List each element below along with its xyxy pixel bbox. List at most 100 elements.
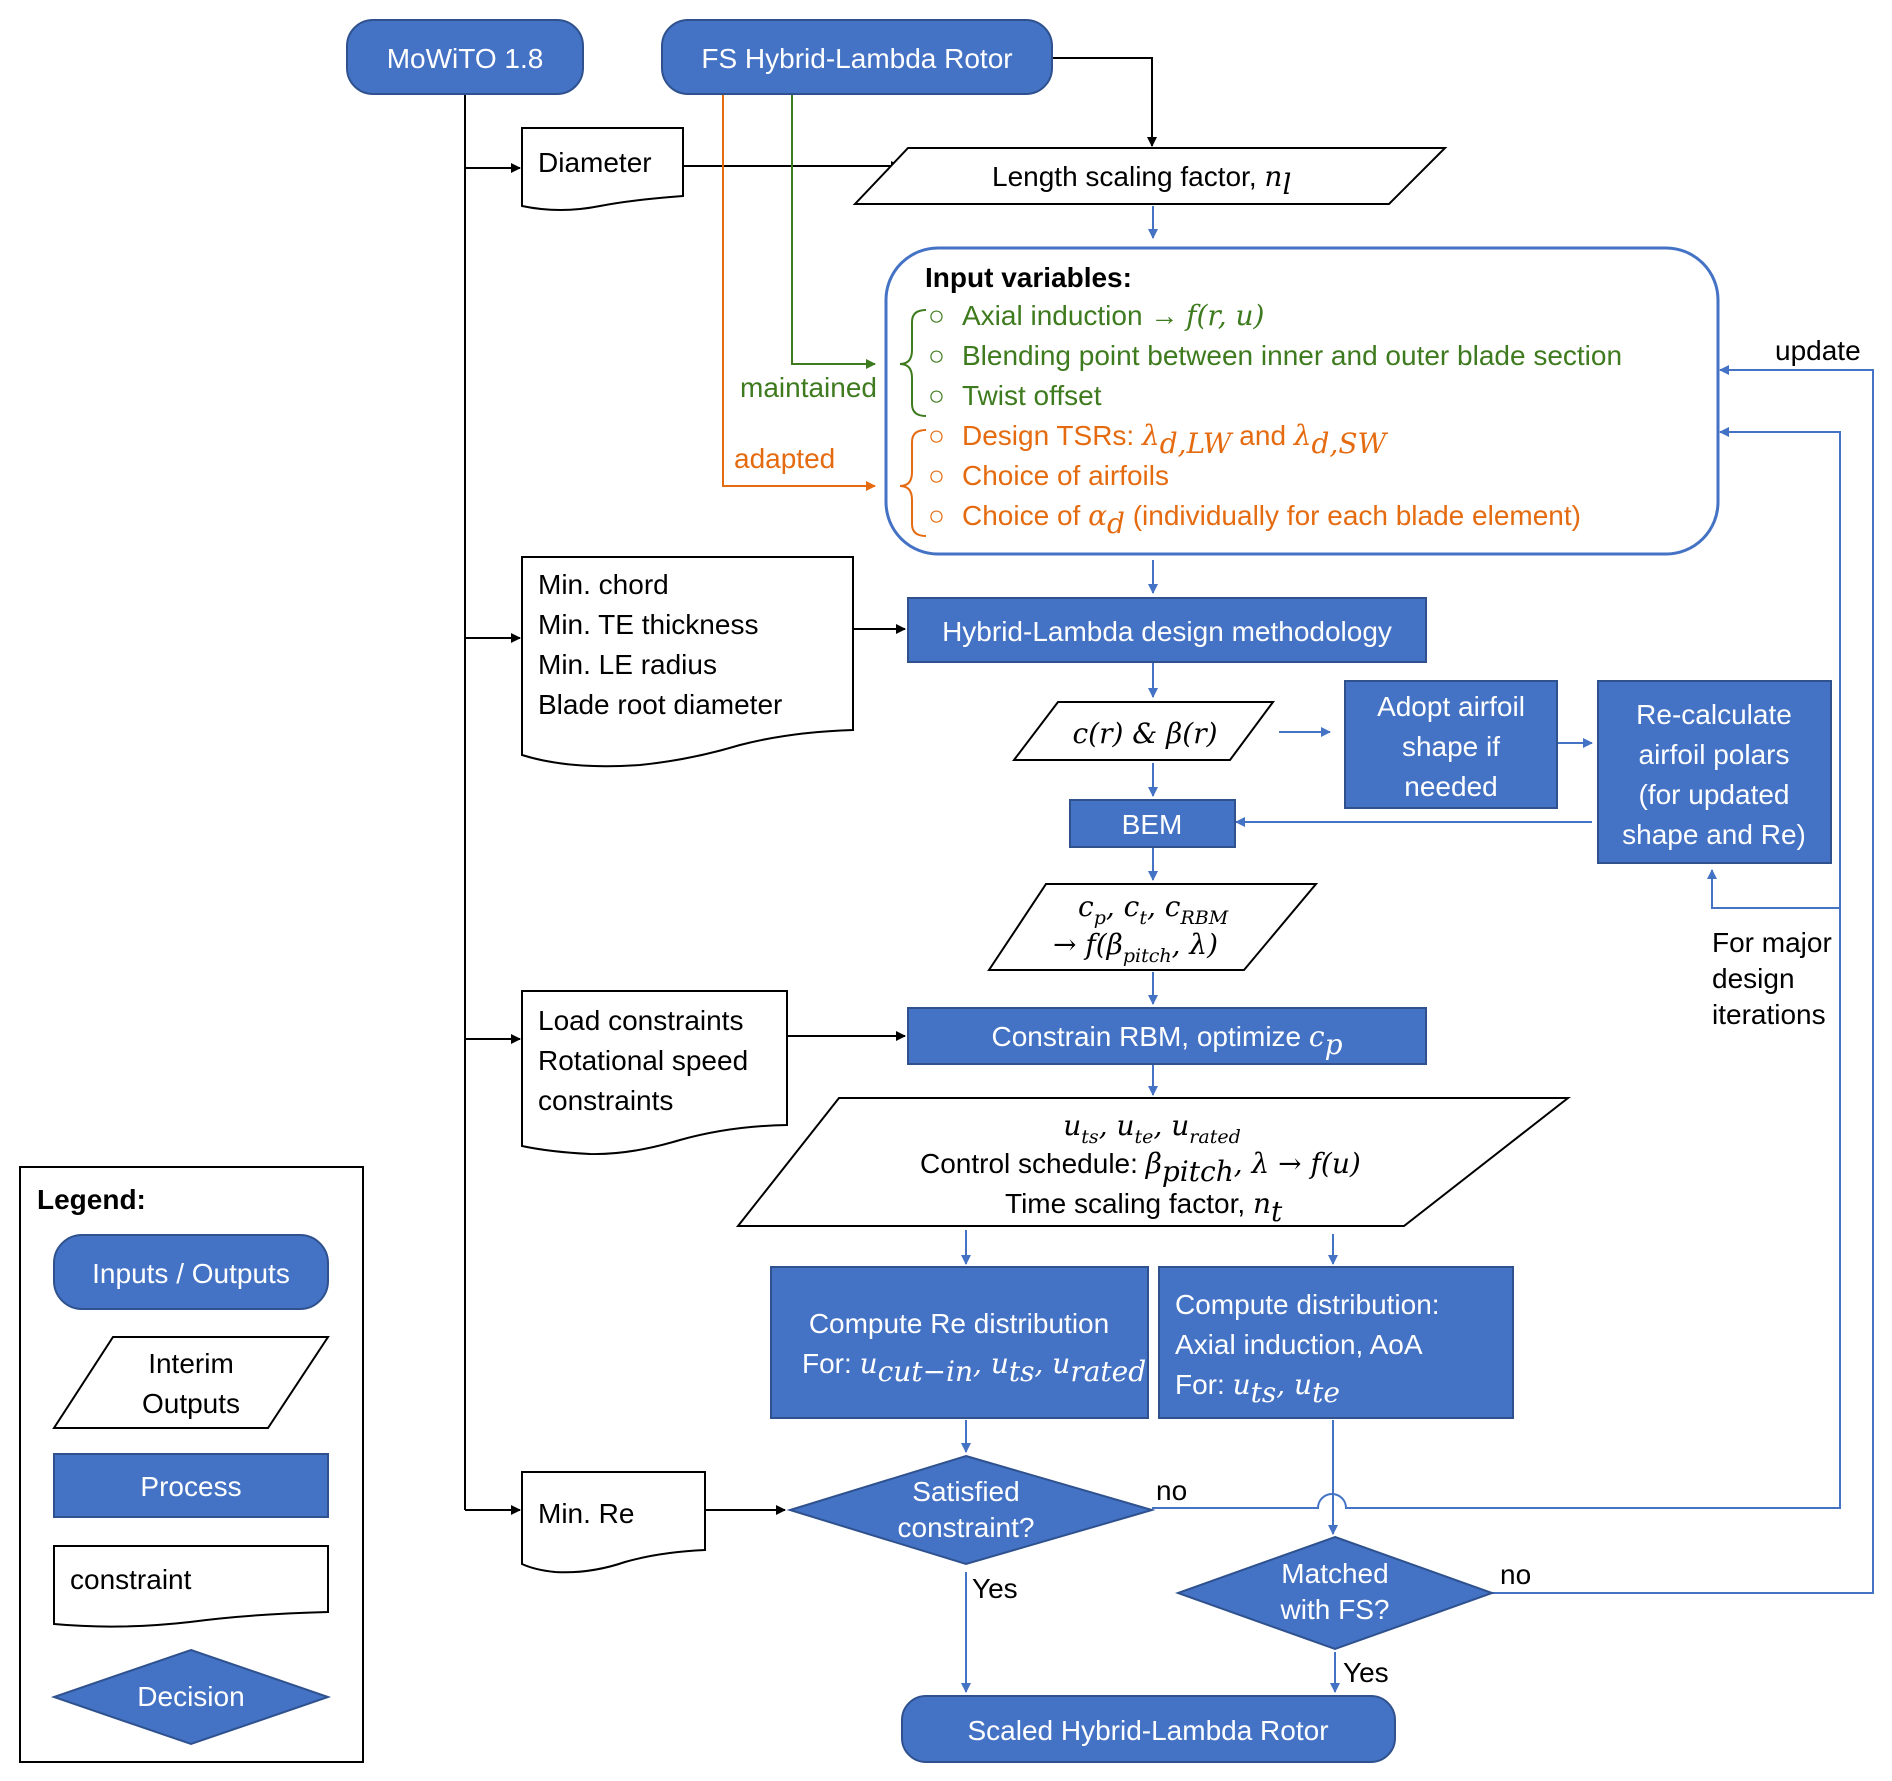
length-scaling-output: Length scaling factor, nl: [852, 147, 1448, 205]
main-flow-connectors: [961, 206, 1340, 1693]
control-schedule-output: uts, ute, urated Control schedule: βpitc…: [735, 1097, 1571, 1228]
load-constraints: Load constraints Rotational speed constr…: [521, 990, 788, 1156]
recalc-line1: Re-calculate: [1636, 699, 1792, 730]
geometry-constraints: Min. chord Min. TE thickness Min. LE rad…: [521, 556, 854, 768]
legend-title: Legend:: [37, 1184, 146, 1215]
hybrid-lambda-process: Hybrid-Lambda design methodology: [907, 597, 1427, 663]
legend-decision: Decision: [50, 1648, 332, 1746]
recalc-line4: shape and Re): [1622, 819, 1806, 850]
matched-line1: Matched: [1281, 1558, 1388, 1589]
major-iterations-line1: For major: [1712, 927, 1832, 958]
coefficients-line1: cp, ct, cRBM: [1078, 890, 1229, 929]
bem-label: BEM: [1122, 809, 1183, 840]
bem-process: BEM: [1069, 799, 1236, 848]
length-scaling-label: Length scaling factor, nl: [992, 160, 1291, 201]
c-beta-output: c(r) & β(r): [1011, 701, 1275, 761]
hybrid-lambda-label: Hybrid-Lambda design methodology: [942, 616, 1392, 647]
coefficients-line2: → f(βpitch, λ): [1053, 928, 1218, 967]
schedule-line3: Time scaling factor, nt: [1005, 1187, 1283, 1228]
min-le-radius-label: Min. LE radius: [538, 649, 717, 680]
fs-rotor-input: FS Hybrid-Lambda Rotor: [661, 19, 1053, 95]
adopt-airfoil-line2: shape if: [1402, 731, 1500, 762]
scaled-rotor-label: Scaled Hybrid-Lambda Rotor: [967, 1715, 1328, 1746]
maintained-connector: [791, 95, 876, 369]
choice-airfoils-item: Choice of airfoils: [962, 460, 1169, 491]
matched-decision: Matched with FS?: [1175, 1535, 1495, 1651]
legend-process: Process: [53, 1453, 329, 1518]
input-variables-box: Input variables: ○ Axial induction → f(r…: [884, 246, 1720, 556]
min-re-constraint: Min. Re: [521, 1471, 706, 1574]
constraints-label: constraints: [538, 1085, 673, 1116]
legend-interim-line2: Outputs: [142, 1388, 240, 1419]
legend-decision-label: Decision: [137, 1681, 244, 1712]
adapted-connector: [722, 95, 876, 491]
compute-dist-line2: Axial induction, AoA: [1175, 1329, 1423, 1360]
legend: Legend: Inputs / Outputs Interim Outputs…: [19, 1166, 364, 1763]
adapted-bracket: [899, 429, 927, 537]
recalc-line3: (for updated: [1639, 779, 1790, 810]
diameter-label: Diameter: [538, 147, 652, 178]
legend-constraint-label: constraint: [70, 1564, 192, 1595]
legend-constraint: constraint: [53, 1545, 329, 1628]
choice-alpha-item: Choice of αd (individually for each blad…: [962, 499, 1581, 540]
compute-re-process: Compute Re distribution For: ucut−in, ut…: [770, 1266, 1149, 1419]
legend-interim-line1: Interim: [148, 1348, 234, 1379]
satisfied-yes-label: Yes: [972, 1573, 1018, 1604]
c-beta-label: c(r) & β(r): [1072, 717, 1217, 750]
satisfied-no-label: no: [1156, 1475, 1187, 1506]
major-iterations-annotation: For major design iterations: [1712, 927, 1832, 1030]
legend-inputs-outputs-label: Inputs / Outputs: [92, 1258, 290, 1289]
compute-dist-line3: For: uts, ute: [1175, 1368, 1340, 1409]
adopt-airfoil-line1: Adopt airfoil: [1377, 691, 1525, 722]
major-iterations-line3: iterations: [1712, 999, 1826, 1030]
diameter-constraint: Diameter: [521, 127, 684, 211]
update-label: update: [1775, 335, 1861, 366]
constrain-rbm-process: Constrain RBM, optimize cp: [907, 1007, 1427, 1065]
bullet-icon: ○: [928, 340, 945, 371]
maintained-label: maintained: [740, 372, 877, 403]
matched-no-loop: [1492, 365, 1874, 1594]
adapted-label: adapted: [734, 443, 835, 474]
rotational-speed-label: Rotational speed: [538, 1045, 748, 1076]
compute-re-line2: For: ucut−in, uts, urated: [802, 1347, 1146, 1388]
compute-distribution-process: Compute distribution: Axial induction, A…: [1158, 1266, 1514, 1419]
legend-process-label: Process: [140, 1471, 241, 1502]
mowito-trunk-connector: [464, 95, 521, 1515]
adopt-airfoil-line3: needed: [1404, 771, 1497, 802]
compute-re-line1: Compute Re distribution: [809, 1308, 1109, 1339]
min-chord-label: Min. chord: [538, 569, 669, 600]
bullet-icon: ○: [928, 300, 945, 331]
legend-interim-outputs: Interim Outputs: [52, 1336, 330, 1429]
satisfied-decision: Satisfied constraint?: [786, 1454, 1156, 1566]
schedule-line2: Control schedule: βpitch, λ → f(u): [920, 1147, 1361, 1188]
blade-root-diameter-label: Blade root diameter: [538, 689, 782, 720]
mowito-label: MoWiTO 1.8: [387, 43, 544, 74]
compute-dist-line1: Compute distribution:: [1175, 1289, 1440, 1320]
matched-line2: with FS?: [1280, 1594, 1390, 1625]
major-iterations-line2: design: [1712, 963, 1795, 994]
matched-yes-label: Yes: [1343, 1657, 1389, 1688]
fs-rotor-label: FS Hybrid-Lambda Rotor: [701, 43, 1012, 74]
maintained-bracket: [899, 309, 927, 417]
input-variables-title: Input variables:: [925, 262, 1132, 293]
recalc-loop-connectors: [1235, 727, 1593, 827]
schedule-line1: uts, ute, urated: [1063, 1109, 1241, 1148]
bullet-icon: ○: [928, 460, 945, 491]
design-tsrs-item: Design TSRs: λd,LW and λd,SW: [962, 419, 1389, 460]
adopt-airfoil-process: Adopt airfoil shape if needed: [1344, 680, 1558, 809]
twist-offset-item: Twist offset: [962, 380, 1102, 411]
blending-point-item: Blending point between inner and outer b…: [962, 340, 1622, 371]
axial-induction-item: Axial induction → f(r, u): [962, 299, 1264, 332]
major-iterations-connector: [1707, 869, 1840, 909]
bullet-icon: ○: [928, 420, 945, 451]
legend-inputs-outputs: Inputs / Outputs: [53, 1234, 329, 1310]
satisfied-no-loop: [1152, 427, 1841, 1509]
recalc-polars-process: Re-calculate airfoil polars (for updated…: [1597, 680, 1832, 864]
satisfied-line1: Satisfied: [912, 1476, 1019, 1507]
fs-to-length-connector: [1052, 57, 1157, 147]
coefficients-output: cp, ct, cRBM → f(βpitch, λ): [987, 883, 1319, 971]
matched-no-label: no: [1500, 1559, 1531, 1590]
constrain-rbm-label: Constrain RBM, optimize cp: [991, 1020, 1342, 1061]
bullet-icon: ○: [928, 500, 945, 531]
satisfied-line2: constraint?: [898, 1512, 1035, 1543]
